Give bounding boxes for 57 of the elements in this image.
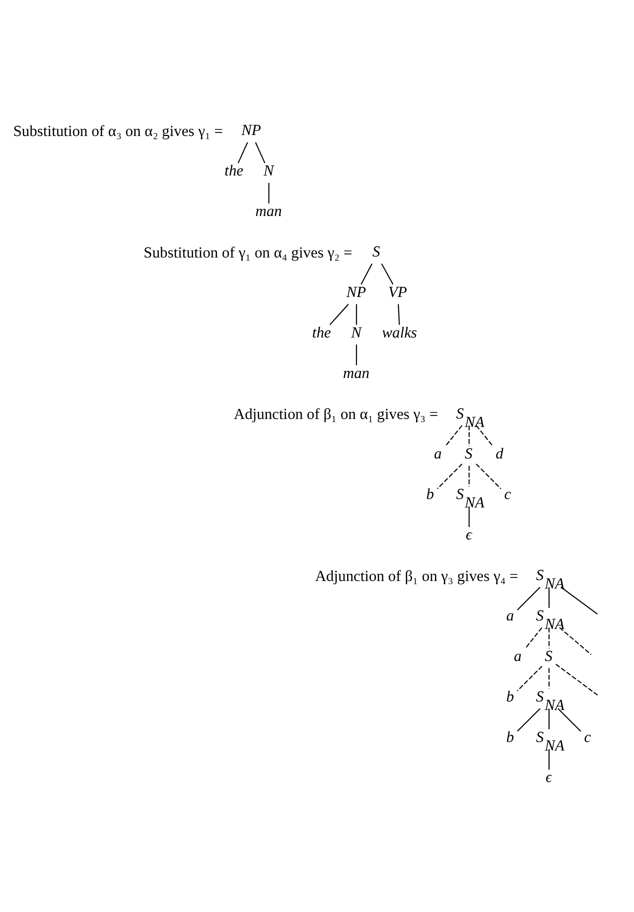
connector [548, 708, 550, 730]
connector [360, 263, 372, 285]
node-text: b [506, 728, 514, 746]
node-text: VP [388, 284, 408, 301]
node-text: a [434, 446, 442, 463]
connector [476, 464, 502, 490]
label: Substitution of γ₁ on α₄ gives γ₂ = [144, 244, 352, 262]
connector [560, 586, 598, 615]
node-text: N [264, 162, 274, 180]
connector [556, 664, 598, 696]
connector [238, 142, 248, 164]
connector [255, 142, 266, 164]
connector [558, 708, 582, 732]
connector [381, 263, 394, 285]
connector [476, 425, 494, 447]
node-text: NP [241, 122, 262, 140]
node-text: a [514, 648, 522, 665]
node-text: the [312, 324, 331, 342]
connector [444, 425, 462, 447]
node-text: walks [382, 324, 418, 342]
node-text: c [504, 486, 512, 504]
node-text: N [351, 324, 362, 342]
connector [437, 464, 462, 490]
node-text: S [464, 446, 472, 463]
label: Adjunction of β₁ on α₁ gives γ₃ = [234, 406, 438, 424]
node-text: ϵ [466, 526, 472, 544]
connector [548, 587, 550, 608]
node-text: man [255, 203, 282, 220]
connector [329, 304, 349, 326]
node-text: ϵ [546, 769, 552, 786]
connector [516, 666, 542, 692]
node-text: man [342, 364, 370, 382]
connector [356, 344, 357, 366]
connector [524, 627, 542, 649]
connector [468, 425, 470, 446]
node-text: b [426, 486, 434, 504]
connector [398, 304, 400, 325]
connector [268, 182, 270, 204]
node-text: d [496, 446, 504, 463]
node-text: S [372, 243, 380, 260]
connector [468, 506, 470, 528]
node-text: the [224, 162, 244, 180]
connector [517, 708, 540, 732]
connector [559, 627, 592, 655]
connector [517, 586, 540, 610]
node-text: a [506, 607, 514, 624]
connector [548, 668, 550, 689]
node-text: c [584, 728, 592, 746]
label: Adjunction of β₁ on γ₃ gives γ₄ = [315, 568, 518, 585]
label: Substitution of α₃ on α₂ gives γ₁ = [13, 123, 223, 140]
connector [468, 466, 470, 487]
node-text: S [544, 648, 552, 665]
connector [356, 304, 357, 325]
node-text: NP [346, 284, 366, 301]
connector [548, 748, 550, 770]
node-text: b [506, 688, 514, 706]
connector [548, 628, 550, 648]
